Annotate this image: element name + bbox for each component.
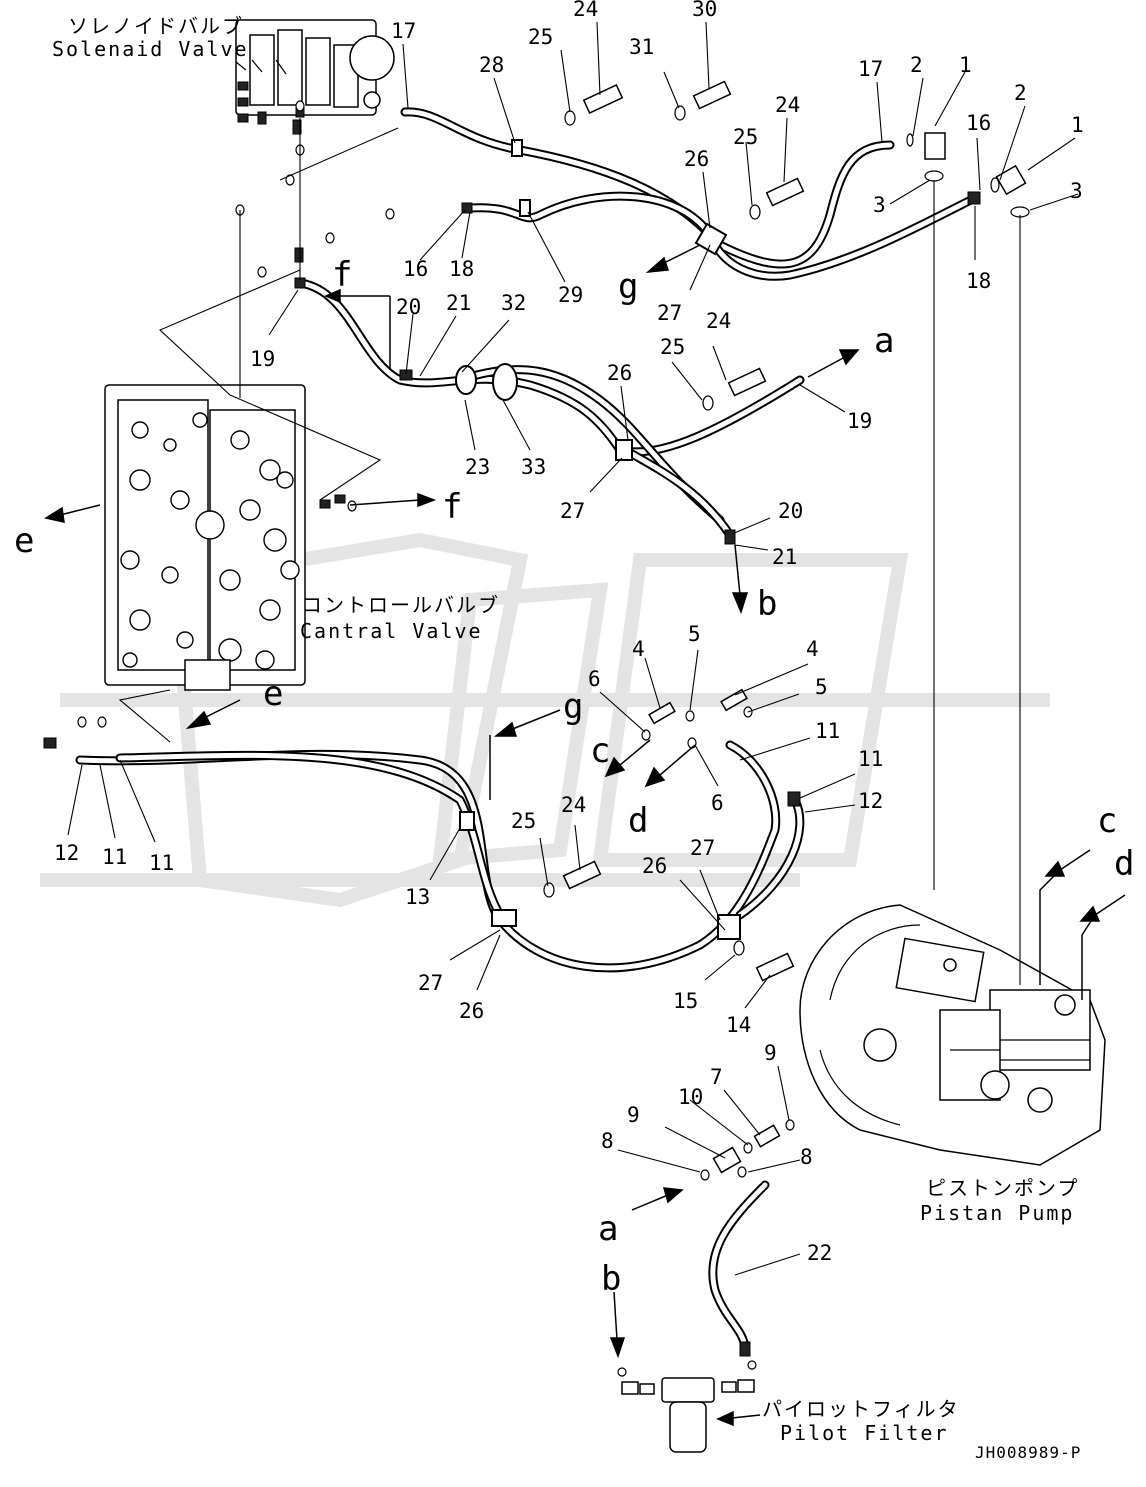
connection-letter-b: b	[757, 584, 777, 624]
callout-16: 16	[966, 111, 991, 135]
callout-32: 32	[501, 291, 526, 315]
callout-9: 9	[627, 1103, 640, 1127]
hose-clamps	[455, 139, 741, 940]
hoses	[75, 107, 980, 1355]
solenoid-valve-jp-label: ソレノイドバルブ	[68, 14, 244, 38]
callout-3: 3	[873, 193, 886, 217]
connection-letter-c: c	[1097, 801, 1117, 841]
callout-33: 33	[521, 455, 546, 479]
callout-21: 21	[772, 545, 797, 569]
callout-13: 13	[405, 885, 430, 909]
control-valve-jp-label: コントロールバルブ	[302, 593, 500, 617]
drawing-code: JH008989-P	[975, 1443, 1081, 1462]
connection-letter-b: b	[601, 1259, 621, 1299]
connection-letter-g: g	[618, 267, 638, 307]
callout-11: 11	[102, 845, 127, 869]
callout-26: 26	[459, 999, 484, 1023]
callout-5: 5	[815, 675, 828, 699]
callout-20: 20	[396, 295, 421, 319]
callout-20: 20	[778, 499, 803, 523]
connection-letter-f: f	[332, 255, 352, 295]
callout-1: 1	[959, 53, 972, 77]
callout-25: 25	[660, 335, 685, 359]
connection-letter-e: e	[263, 674, 283, 714]
callout-26: 26	[642, 854, 667, 878]
callout-19: 19	[847, 409, 872, 433]
callout-leaders	[67, 21, 1079, 1276]
callout-24: 24	[573, 0, 598, 21]
callout-24: 24	[561, 793, 586, 817]
callout-25: 25	[511, 809, 536, 833]
callout-19: 19	[250, 347, 275, 371]
callout-18: 18	[449, 257, 474, 281]
callout-26: 26	[607, 361, 632, 385]
callout-17: 17	[391, 19, 416, 43]
solenoid-valve	[235, 19, 395, 125]
callout-7: 7	[710, 1065, 723, 1089]
callout-24: 24	[706, 309, 731, 333]
control-valve	[104, 384, 346, 691]
callout-28: 28	[479, 53, 504, 77]
callout-15: 15	[673, 989, 698, 1013]
connection-letter-a: a	[874, 321, 894, 361]
connection-letter-f: f	[442, 487, 462, 527]
callout-11: 11	[149, 851, 174, 875]
callout-8: 8	[800, 1145, 813, 1169]
callout-27: 27	[690, 836, 715, 860]
direction-arrows	[44, 244, 1126, 1427]
pilot-filter-jp-label: パイロットフィルタ	[762, 1397, 960, 1421]
connection-letter-c: c	[590, 731, 610, 771]
callout-16: 16	[403, 257, 428, 281]
callout-11: 11	[858, 747, 883, 771]
callout-18: 18	[966, 269, 991, 293]
callout-9: 9	[764, 1041, 777, 1065]
callout-12: 12	[858, 789, 883, 813]
callout-24: 24	[775, 93, 800, 117]
pilot-filter-en-label: Pilot Filter	[780, 1421, 949, 1445]
pilot-filter	[617, 1360, 757, 1453]
connection-letter-d: d	[1114, 844, 1134, 884]
callout-26: 26	[684, 147, 709, 171]
callout-4: 4	[632, 637, 645, 661]
watermark	[40, 532, 1050, 908]
callout-6: 6	[711, 791, 724, 815]
callout-5: 5	[688, 622, 701, 646]
piston-pump-jp-label: ピストンポンプ	[926, 1176, 1079, 1200]
callout-27: 27	[418, 971, 443, 995]
callout-6: 6	[588, 667, 601, 691]
connection-letter-g: g	[563, 687, 583, 727]
callout-11: 11	[815, 719, 840, 743]
callout-23: 23	[465, 455, 490, 479]
connection-letter-d: d	[628, 801, 648, 841]
callout-12: 12	[54, 841, 79, 865]
callout-30: 30	[692, 0, 717, 21]
callout-27: 27	[560, 499, 585, 523]
callout-22: 22	[807, 1241, 832, 1265]
solenoid-valve-en-label: Solenaid Valve	[52, 37, 249, 61]
callout-4: 4	[806, 637, 819, 661]
alignment-lines	[118, 118, 1021, 985]
callout-27: 27	[657, 301, 682, 325]
callout-10: 10	[678, 1085, 703, 1109]
callout-2: 2	[910, 53, 923, 77]
piston-pump	[799, 904, 1106, 1166]
connection-letter-e: e	[14, 521, 34, 561]
control-valve-en-label: Cantral Valve	[300, 619, 483, 643]
callout-3: 3	[1070, 179, 1083, 203]
callout-2: 2	[1014, 81, 1027, 105]
callout-25: 25	[733, 125, 758, 149]
callout-8: 8	[601, 1129, 614, 1153]
callout-14: 14	[726, 1013, 751, 1037]
connection-letter-a: a	[598, 1209, 618, 1249]
callout-25: 25	[528, 25, 553, 49]
callout-17: 17	[858, 57, 883, 81]
callout-31: 31	[629, 35, 654, 59]
piston-pump-en-label: Pistan Pump	[920, 1201, 1074, 1225]
callout-1: 1	[1071, 113, 1084, 137]
callout-29: 29	[558, 283, 583, 307]
callout-21: 21	[446, 291, 471, 315]
